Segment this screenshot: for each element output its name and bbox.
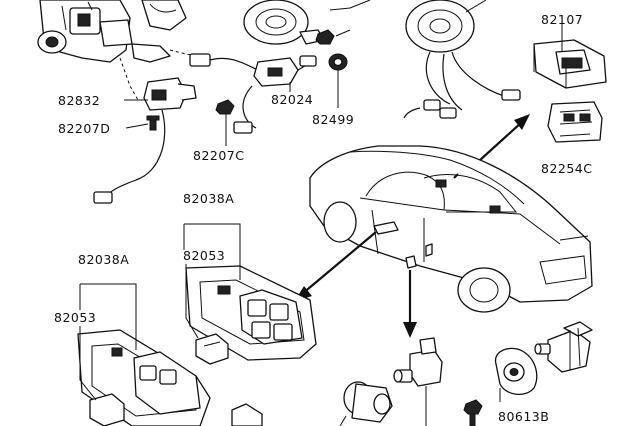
label-82499: 82499	[312, 112, 354, 127]
door-switch-plunger	[393, 337, 443, 426]
switch-82832	[93, 77, 197, 204]
sub-window-switch-82107	[533, 24, 607, 89]
label-82254C: 82254C	[541, 161, 593, 176]
vehicle-outline	[309, 145, 593, 313]
label-82053-upper: 82053	[183, 248, 225, 263]
clock-spring-right	[403, 0, 521, 119]
partial-bracket-bottom	[231, 403, 263, 426]
label-82038A-upper: 82038A	[183, 191, 234, 206]
screw-82207C	[215, 99, 235, 146]
label-82207C: 82207C	[193, 148, 245, 163]
leaders-top	[124, 82, 291, 129]
switch-cover-lower	[89, 393, 125, 426]
door-switch-oval-80613B	[494, 347, 538, 402]
label-82107: 82107	[541, 12, 583, 27]
clock-spring-left	[141, 0, 371, 45]
wire-harness-82024	[189, 53, 317, 134]
label-82024: 82024	[271, 92, 313, 107]
switch-cover-upper	[195, 333, 229, 365]
leaders-upper	[183, 223, 241, 339]
arrow-to-courtesy-switch	[403, 270, 417, 338]
label-82038A-lower: 82038A	[78, 252, 129, 267]
bracket-82254C	[547, 101, 603, 143]
arrow-to-main-switch	[294, 231, 377, 302]
screw-82207D	[146, 115, 160, 131]
screw-top	[315, 29, 351, 45]
label-82207D: 82207D	[58, 121, 110, 136]
screw-80613B	[463, 399, 483, 426]
arrow-to-sub-switch	[453, 173, 459, 179]
nut-82499	[328, 53, 348, 108]
label-82832: 82832	[58, 93, 100, 108]
door-switch-round	[339, 381, 393, 426]
label-80613B: 80613B	[498, 409, 549, 424]
main-window-switch-lower	[77, 329, 211, 426]
door-switch-connector	[534, 321, 593, 373]
label-82053-lower: 82053	[54, 310, 96, 325]
leaders-lower	[79, 283, 137, 401]
combination-switch-assembly	[37, 0, 201, 101]
